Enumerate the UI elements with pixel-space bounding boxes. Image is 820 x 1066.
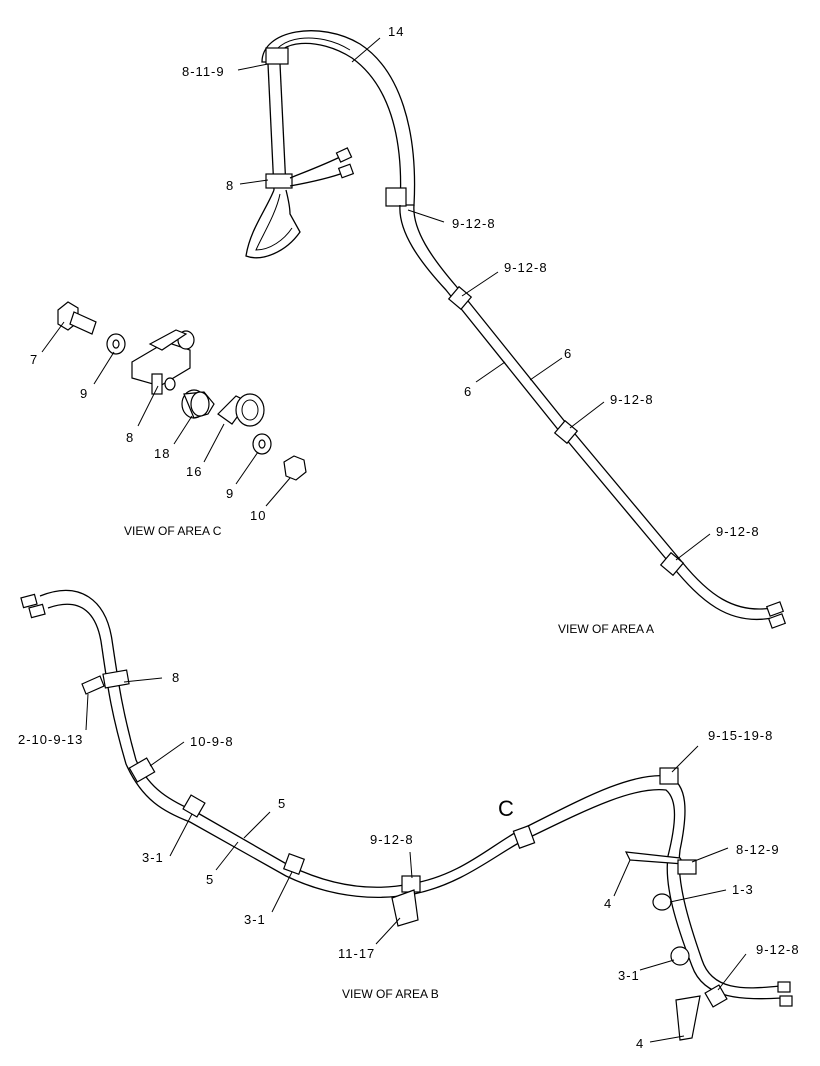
label-9-12-8-b-mid: 9-12-8: [370, 832, 414, 847]
clamp-b-9-12-8: [401, 875, 421, 893]
label-7: 7: [30, 352, 38, 367]
label-4-bottom: 4: [636, 1036, 644, 1051]
block-8: [131, 329, 195, 395]
hose-fitting-top: [265, 47, 289, 65]
label-6-left: 6: [464, 384, 472, 399]
label-2-10-9-13: 2-10-9-13: [18, 732, 83, 747]
label-9-12-8-a2: 9-12-8: [504, 260, 548, 275]
label-6-right: 6: [564, 346, 572, 361]
label-5-top: 5: [278, 796, 286, 811]
label-1-3: 1-3: [732, 882, 754, 897]
label-9-12-8-a3: 9-12-8: [610, 392, 654, 407]
label-9-12-8-a4: 9-12-8: [716, 524, 760, 539]
clamp-8-12-9: [677, 859, 697, 875]
clamp-a-2: [553, 419, 579, 445]
label-9-12-8-a1: 9-12-8: [452, 216, 496, 231]
label-8-11-9: 8-11-9: [182, 64, 225, 79]
clamp-3-1-right: [670, 946, 690, 966]
tube-6: [399, 204, 773, 620]
label-9-12-8-b-right: 9-12-8: [756, 942, 800, 957]
caption-area-a: VIEW OF AREA A: [558, 622, 654, 636]
clamp-b-8: [102, 669, 130, 689]
clamp-b-9-15-19-8: [659, 767, 679, 785]
clamp-8-area-a: [265, 173, 293, 189]
clip-16: [217, 393, 265, 427]
clamp-a-1: [447, 285, 473, 311]
label-3-1-mid: 3-1: [244, 912, 266, 927]
label-8-area-c: 8: [126, 430, 134, 445]
area-b-leaders: [85, 677, 747, 1043]
label-11-17: 11-17: [338, 946, 375, 961]
bracket-4-bottom: [675, 995, 701, 1041]
label-8-area-b: 8: [172, 670, 180, 685]
bracket-11-17: [391, 889, 419, 927]
clamp-b-3-1-mid: [282, 852, 306, 876]
area-c-leaders: [41, 321, 291, 507]
label-10-9-8: 10-9-8: [190, 734, 234, 749]
label-9-bottom: 9: [226, 486, 234, 501]
clamp-b-9-12-8-right: [704, 984, 728, 1008]
caption-area-b: VIEW OF AREA B: [342, 987, 439, 1001]
area-b-assembly: [20, 589, 793, 1041]
label-10: 10: [250, 508, 266, 523]
bolt-7: [57, 301, 97, 335]
label-8-12-9: 8-12-9: [736, 842, 780, 857]
area-a-leaders: [237, 37, 711, 561]
tube-5: [39, 589, 781, 989]
clamp-b-3-1-left: [182, 794, 206, 818]
label-4-top: 4: [604, 896, 612, 911]
spacer-18: [181, 389, 215, 419]
label-5-bottom: 5: [206, 872, 214, 887]
clamp-b-c: [512, 825, 536, 849]
label-14: 14: [388, 24, 404, 39]
label-9-15-19-8: 9-15-19-8: [708, 728, 773, 743]
label-16: 16: [186, 464, 202, 479]
label-8-area-a: 8: [226, 178, 234, 193]
caption-area-c: VIEW OF AREA C: [124, 524, 222, 538]
clamp-1-3: [652, 893, 672, 911]
label-c-marker: C: [498, 796, 514, 821]
label-3-1-left: 3-1: [142, 850, 164, 865]
label-3-1-right: 3-1: [618, 968, 640, 983]
label-9-top: 9: [80, 386, 88, 401]
hose-fitting-bottom: [385, 187, 407, 207]
label-18: 18: [154, 446, 170, 461]
bracket-4-top: [624, 851, 686, 865]
bolt-2-10-9-13: [81, 675, 105, 695]
nut-10: [283, 455, 307, 481]
area-c-exploded: [57, 301, 307, 481]
